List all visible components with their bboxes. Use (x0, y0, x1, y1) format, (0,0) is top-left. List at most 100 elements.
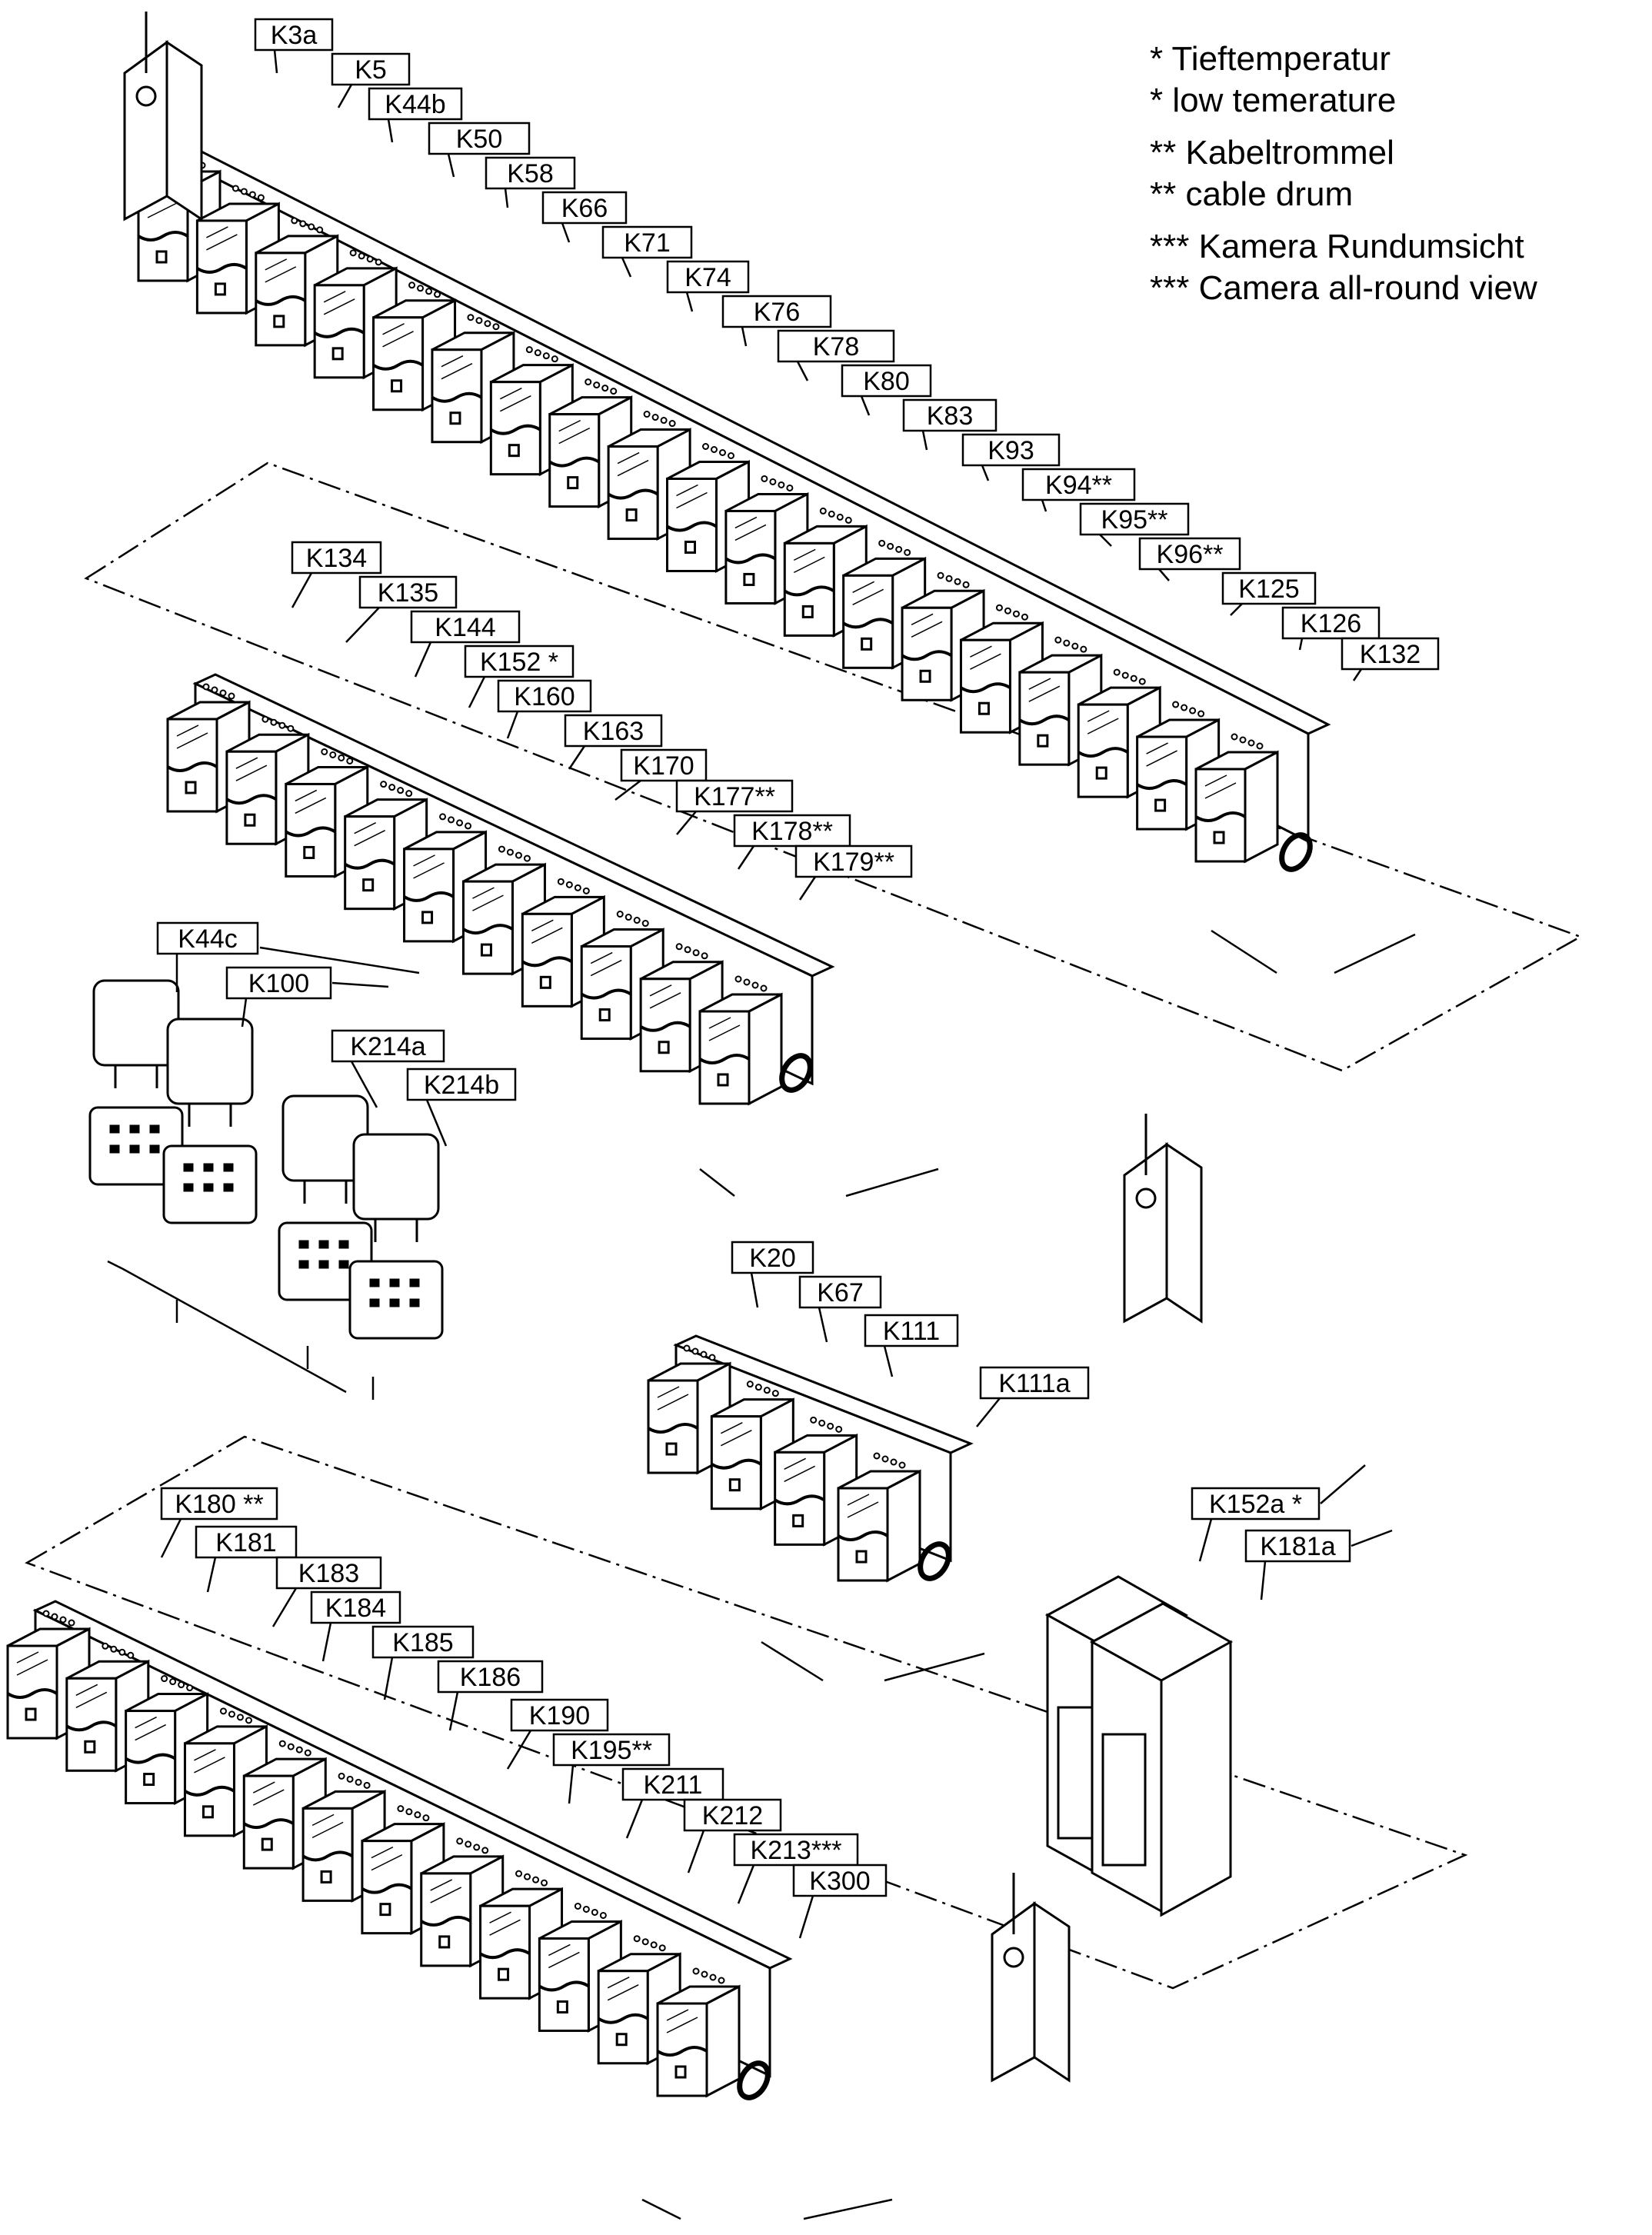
relay-marker (480, 943, 492, 957)
label-top-18: K132 (1341, 637, 1440, 671)
terminal-screw (465, 822, 472, 830)
relay-marker (539, 975, 551, 989)
relay-shading (852, 588, 884, 606)
label-text: K135 (378, 578, 438, 608)
socket-slot (318, 1260, 329, 1269)
terminal-screw (624, 914, 632, 921)
terminal-screw (59, 1616, 67, 1624)
terminal-screw (366, 255, 374, 263)
terminal-screw (236, 1714, 244, 1721)
terminal-screw (498, 845, 505, 853)
relay-shading (1204, 782, 1237, 799)
relay-shading (657, 1394, 689, 1411)
terminal-screw (828, 510, 835, 518)
rail-bottom (6, 1600, 793, 2098)
terminal-screw (691, 1347, 699, 1355)
relay-shading (371, 1846, 394, 1859)
terminal-screw (633, 917, 641, 924)
wire-lead (699, 1168, 735, 1197)
terminal-screw (308, 223, 315, 231)
terminal-screw (660, 417, 668, 425)
label-text: K58 (507, 159, 554, 188)
terminal-screw (701, 952, 708, 960)
label-text: K5 (355, 55, 387, 85)
relay-clip (1136, 779, 1187, 791)
relay-rails (6, 142, 1331, 2100)
bracket-line (107, 1260, 347, 1394)
relay-marker (84, 1740, 96, 1754)
label-box (428, 122, 531, 155)
label-box (195, 1525, 298, 1559)
terminal-screw (316, 226, 324, 234)
terminal-screw (380, 781, 388, 788)
label-top-17: K126 (1281, 606, 1381, 640)
relay-shading (323, 291, 346, 303)
socket-slot (223, 1183, 234, 1192)
label-box (464, 645, 575, 678)
label-top-10: K80 (841, 364, 932, 398)
relay-shading (1087, 718, 1119, 734)
end-clip-top (123, 12, 203, 222)
label-center-3: K111a (979, 1366, 1090, 1400)
terminal-screw (456, 819, 464, 827)
terminal-screw (683, 1344, 691, 1352)
relay-clip (285, 826, 336, 838)
relay-clip (372, 359, 424, 371)
terminal-screw (778, 481, 785, 488)
relay-shading (617, 451, 640, 465)
terminal-screw (211, 686, 218, 694)
relay-shading (430, 1887, 462, 1904)
socket-slot (389, 1278, 400, 1287)
leader-line (271, 1587, 298, 1627)
socket-slot (183, 1163, 194, 1172)
relay-clip (647, 1423, 699, 1434)
label-plug-2: K214a (331, 1029, 445, 1063)
terminal-screw (827, 1422, 834, 1430)
relay-shading (371, 1854, 403, 1871)
leader-line (506, 711, 519, 739)
leader-line (798, 876, 817, 901)
relay-clip (479, 1948, 531, 1960)
terminal-screw (651, 414, 659, 421)
relay-clip (1018, 714, 1070, 726)
leader-line (568, 1764, 575, 1804)
label-center-1: K67 (798, 1275, 882, 1309)
relay-marker (792, 1514, 804, 1527)
terminal-screw (700, 1351, 708, 1358)
terminal-screw (270, 718, 278, 726)
label-text: K71 (624, 228, 671, 258)
relay-clip (608, 488, 659, 500)
label-box (979, 1366, 1090, 1400)
relay-shading (252, 1789, 285, 1806)
relay-shading (295, 789, 318, 802)
rail-middle (166, 673, 835, 1106)
leader-line (883, 1345, 894, 1377)
terminal-screw (836, 513, 844, 521)
leader-line (981, 465, 990, 481)
terminal-screw (701, 1970, 708, 1978)
terminal-screw (711, 446, 718, 453)
label-text: K177** (694, 782, 775, 811)
label-box (798, 1275, 882, 1309)
terminal-screw (1138, 678, 1146, 685)
leader-line (448, 1691, 459, 1731)
relay-clip (548, 456, 600, 468)
label-box (961, 433, 1061, 467)
leader-lines (107, 49, 1416, 2220)
relay-shading (590, 959, 622, 977)
relay-shading (558, 419, 581, 432)
label-module-0: K152a * (1191, 1487, 1321, 1521)
terminal-screw (261, 715, 269, 723)
terminal-screw (358, 252, 365, 260)
relay-marker (855, 1550, 868, 1564)
label-box (1079, 502, 1190, 536)
leader-line (737, 845, 755, 870)
relay-marker (615, 2033, 628, 2047)
relay-clip (666, 521, 718, 532)
relay-marker (202, 1805, 214, 1819)
relay-marker (379, 1903, 391, 1917)
terminal-screw (702, 443, 709, 450)
label-text: K111 (883, 1317, 940, 1346)
terminal-screw (591, 1908, 598, 1916)
label-text: K76 (754, 298, 801, 327)
